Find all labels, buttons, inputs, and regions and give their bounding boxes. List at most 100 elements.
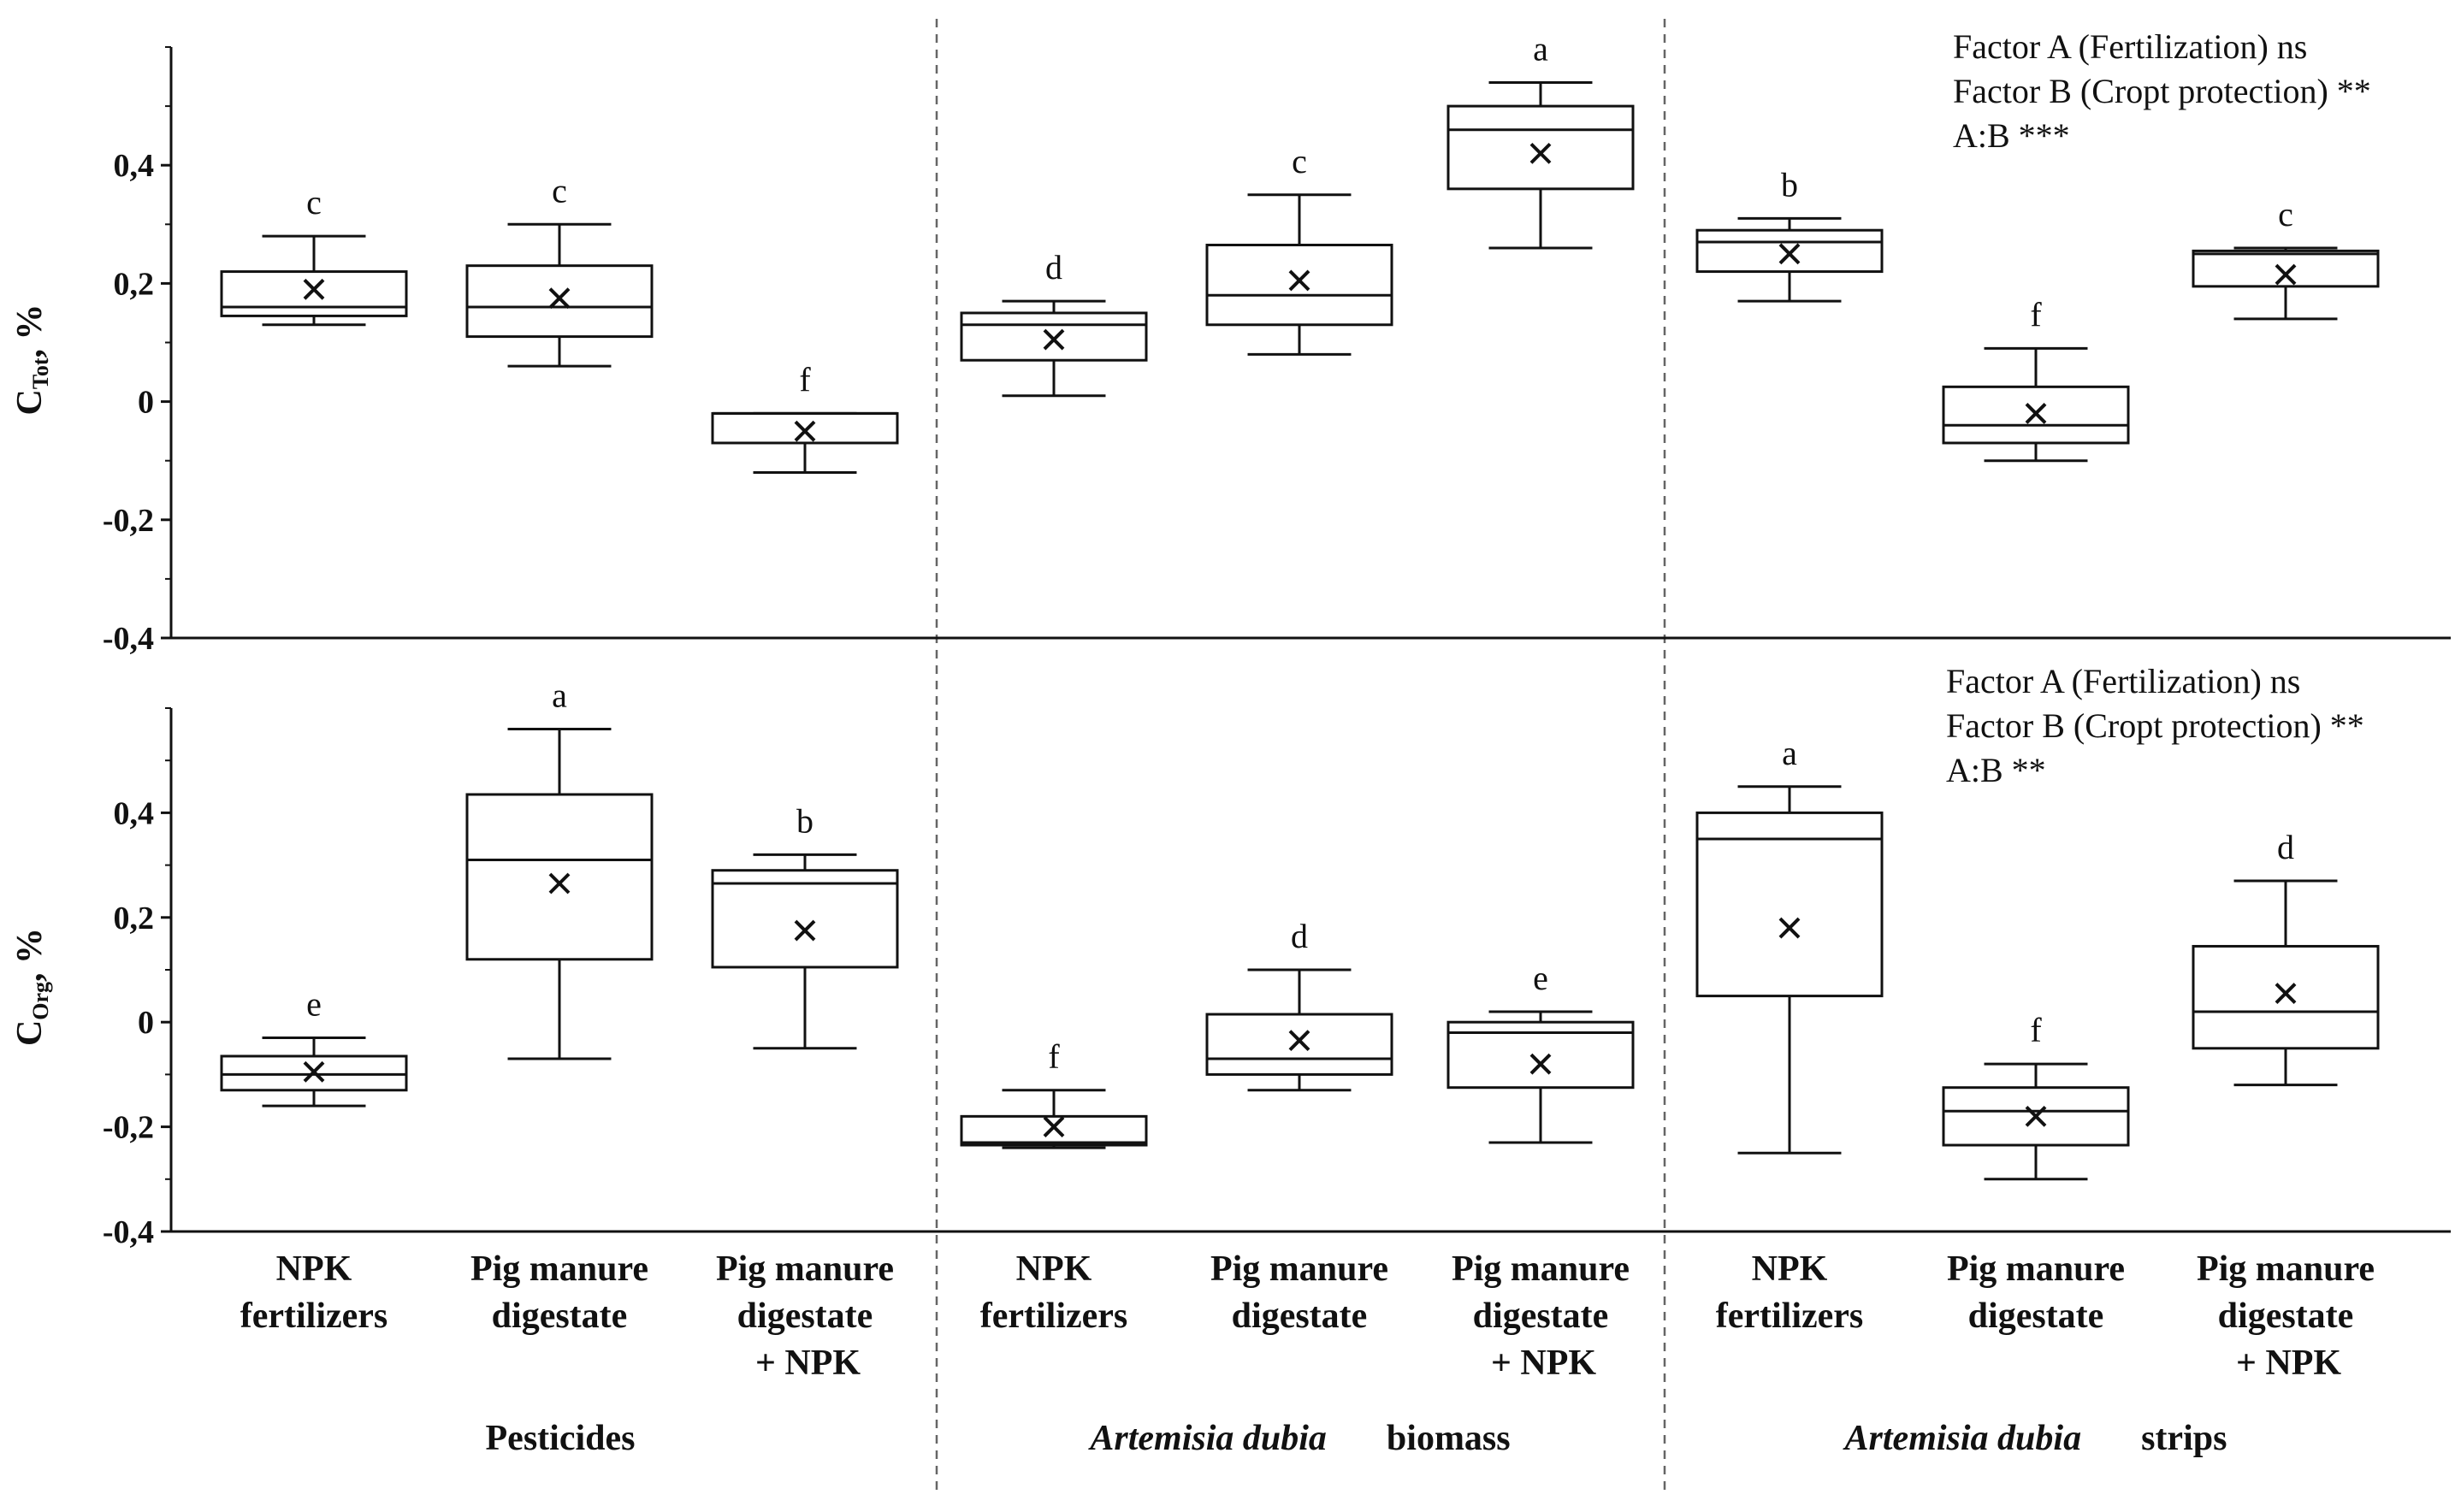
mean-marker [1529,1053,1552,1075]
mean-marker [1288,1030,1310,1052]
category-label: digestate [1968,1296,2104,1336]
significance-letter: d [2277,828,2294,866]
box-plot: a [1695,734,1884,1155]
iqr-box [960,311,1148,362]
mean-marker [548,872,571,895]
mean-marker [1043,1116,1065,1138]
mean-marker [794,420,816,442]
iqr-box [465,793,654,961]
y-tick-label: 0,2 [114,901,155,936]
box-plot: f [711,360,899,475]
significance-letter: f [2030,295,2042,334]
iqr-box [1942,1086,2130,1147]
box-plot: f [1942,1011,2130,1181]
mean-marker [2275,983,2297,1004]
category-label: NPK [276,1249,352,1289]
category-label: Pig manure [1210,1249,1388,1289]
category-label: + NPK [2236,1344,2341,1383]
significance-letter: c [2278,195,2293,233]
y-axis-label: COrg, % [10,928,53,1046]
box-plot: d [1205,917,1393,1092]
iqr-box [1695,228,1884,274]
box-plot: e [220,985,408,1107]
iqr-box [220,270,408,317]
box-plot: a [1446,29,1635,250]
mean-marker [1778,243,1801,265]
stats-annotation-line: A:B ** [1946,751,2046,789]
category-label: NPK [1752,1249,1828,1289]
significance-letter: a [552,676,567,714]
category-label: digestate [2218,1296,2354,1336]
significance-letter: d [1291,917,1308,955]
iqr-box [1205,243,1393,327]
category-label: Pig manure [716,1249,894,1289]
iqr-box [960,1114,1148,1147]
box-plot: d [2192,828,2380,1087]
iqr-box [1695,811,1884,998]
iqr-box [711,869,899,969]
iqr-box [2192,249,2380,288]
significance-letter: e [306,985,322,1024]
mean-marker [2275,263,2297,286]
y-tick-label: 0,4 [114,795,155,831]
stats-annotation-line: Factor B (Cropt protection) ** [1953,72,2371,110]
category-label: NPK [1016,1249,1092,1289]
iqr-box [1446,104,1635,191]
significance-letter: b [1781,165,1798,204]
box-plot: c [1205,142,1393,356]
category-label: digestate [1232,1296,1368,1336]
y-tick-label: -0,2 [103,503,154,539]
category-label: fertilizers [1716,1296,1864,1336]
box-plot: c [2192,195,2380,321]
mean-marker [2025,1105,2047,1127]
iqr-box [711,411,899,445]
y-tick-label: 0,4 [114,148,155,184]
iqr-box [2192,944,2380,1050]
category-label: + NPK [755,1344,861,1383]
significance-letter: e [1533,959,1548,997]
category-labels: NPK fertilizers Pig manure digestate Pig man… [240,1249,2375,1383]
significance-letter: f [799,360,811,399]
box-plot: b [711,801,899,1050]
mean-marker [2025,403,2047,424]
stats-annotation-line: Factor A (Fertilization) ns [1953,27,2307,66]
category-label: Pig manure [2197,1249,2375,1289]
y-axis-label: CTot, % [10,304,53,416]
category-label: digestate [1473,1296,1609,1336]
iqr-box [1205,1013,1393,1076]
stats-annotation-line: Factor B (Cropt protection) ** [1946,706,2364,745]
box-plot: f [1942,295,2130,463]
box-plot: f [960,1037,1148,1149]
significance-letter: c [306,183,322,221]
mean-marker [548,287,571,310]
mean-marker [303,278,325,300]
significance-letter: a [1782,734,1797,772]
mean-marker [1043,328,1065,351]
category-label: Pig manure [1947,1249,2125,1289]
category-label: digestate [492,1296,628,1336]
significance-letter: b [796,801,813,840]
significance-letter: c [552,171,567,210]
stats-annotation-line: A:B *** [1953,116,2070,155]
y-tick-label: -0,2 [103,1110,154,1146]
category-label: + NPK [1491,1344,1596,1383]
category-label: Pig manure [1452,1249,1630,1289]
iqr-box [465,264,654,339]
y-tick-label: -0,4 [103,1214,154,1250]
y-tick-label: 0 [138,1005,154,1041]
mean-marker [1529,142,1552,164]
significance-letter: f [1048,1037,1060,1076]
category-label: fertilizers [980,1296,1128,1336]
box-plot: c [465,171,654,368]
significance-letter: c [1292,142,1307,180]
box-plot: d [960,248,1148,398]
y-tick-label: 0,2 [114,266,155,302]
y-tick-label: 0 [138,385,154,421]
category-label: digestate [737,1296,873,1336]
y-tick-label: -0,4 [103,621,154,657]
significance-letter: f [2030,1011,2042,1049]
